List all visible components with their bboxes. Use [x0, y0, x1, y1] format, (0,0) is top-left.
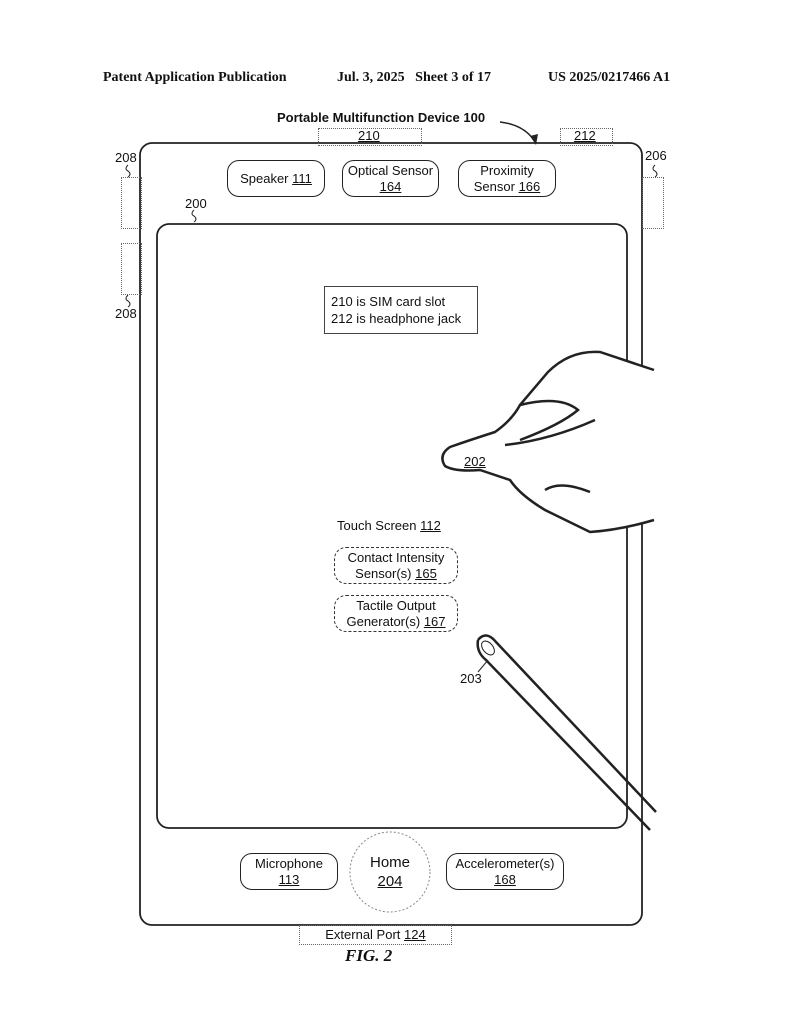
- ref-208-bottom: 208: [115, 306, 137, 321]
- accelerometer-box: Accelerometer(s)168: [446, 853, 564, 890]
- hand-icon: [441, 350, 655, 534]
- date-sheet: Jul. 3, 2025 Sheet 3 of 17: [337, 70, 491, 85]
- ref-203: 203: [460, 671, 482, 686]
- ref-200: 200: [185, 196, 207, 211]
- ref-202: 202: [464, 454, 486, 469]
- figure-caption: FIG. 2: [345, 946, 393, 965]
- publication-label: Patent Application Publication: [103, 70, 287, 85]
- figure-title: Portable Multifunction Device 100: [277, 110, 486, 125]
- arrow-icon: [499, 121, 536, 143]
- patent-number: US 2025/0217466 A1: [548, 70, 671, 85]
- speaker-box: Speaker 111: [227, 160, 325, 197]
- external-port: External Port 124: [299, 925, 452, 945]
- side-button[interactable]: [642, 177, 664, 229]
- home-button-outline: [349, 831, 431, 913]
- ref-208-top: 208: [115, 150, 137, 165]
- device-body: [139, 142, 643, 926]
- volume-button-up[interactable]: [121, 177, 142, 229]
- touch-screen-label: Touch Screen 112: [337, 518, 441, 533]
- volume-button-down[interactable]: [121, 243, 142, 295]
- ref-210: 210: [358, 128, 380, 143]
- ref-212: 212: [574, 128, 596, 143]
- stylus-icon: [476, 634, 657, 831]
- ref-206: 206: [645, 148, 667, 163]
